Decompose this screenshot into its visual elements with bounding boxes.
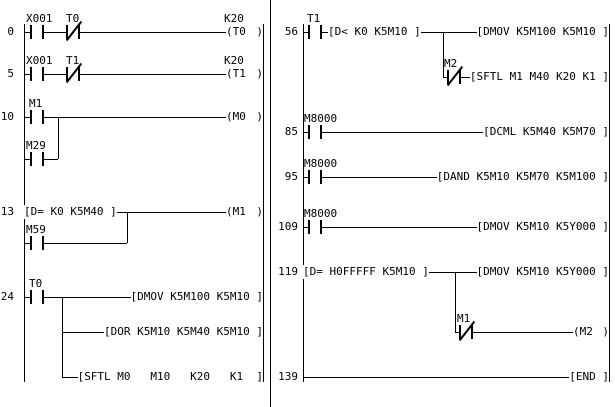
instruction-sftl[interactable]: SFTL M1 M40 K20 K1 bbox=[469, 70, 609, 84]
coil-label: M2 bbox=[579, 325, 593, 338]
left-column-power-rail-left bbox=[24, 24, 25, 382]
coil-label: M1 bbox=[232, 205, 246, 218]
rung-wire bbox=[24, 74, 263, 75]
step-number: 109 bbox=[278, 220, 298, 233]
branch-wire bbox=[455, 332, 609, 333]
branch-connector bbox=[62, 297, 63, 377]
step-number: 119 bbox=[278, 265, 298, 278]
coil-t0[interactable]: T0 bbox=[226, 25, 263, 39]
coil-preset: K20 bbox=[224, 12, 244, 25]
step-number: 0 bbox=[7, 25, 14, 38]
instruction-text: DOR K5M10 K5M40 K5M10 bbox=[110, 325, 257, 338]
branch-connector bbox=[455, 272, 456, 332]
contact-label: M8000 bbox=[304, 157, 338, 170]
contact-label: M1 bbox=[457, 312, 471, 325]
coil-label: T1 bbox=[232, 67, 246, 80]
instruction-text: D< K0 K5M10 bbox=[334, 25, 415, 38]
instruction-sftl[interactable]: SFTL M0 M10 K20 K1 bbox=[77, 370, 263, 384]
contact-label: M29 bbox=[26, 139, 46, 152]
instruction-dmov[interactable]: DMOV K5M10 K5Y000 bbox=[476, 265, 609, 279]
instruction-text: DMOV K5M10 K5Y000 bbox=[483, 220, 603, 233]
contact-m29[interactable] bbox=[30, 152, 44, 166]
step-number: 5 bbox=[7, 67, 14, 80]
instruction-dor[interactable]: DOR K5M10 K5M40 K5M10 bbox=[104, 325, 263, 339]
rung-wire bbox=[24, 212, 263, 213]
step-number: 13 bbox=[0, 205, 14, 218]
branch-connector bbox=[127, 212, 128, 243]
coil-label: M0 bbox=[232, 110, 246, 123]
instruction-text: DCML K5M40 K5M70 bbox=[489, 125, 603, 138]
contact-m8000[interactable] bbox=[308, 125, 322, 139]
contact-m2-nc[interactable] bbox=[446, 65, 464, 87]
rung-wire bbox=[303, 272, 609, 273]
branch-connector bbox=[443, 32, 444, 77]
instruction-dcml[interactable]: DCML K5M40 K5M70 bbox=[483, 125, 609, 139]
contact-t0[interactable] bbox=[30, 290, 44, 304]
instruction-text: END bbox=[575, 370, 603, 383]
step-number: 85 bbox=[284, 125, 298, 138]
instruction-text: D= H0FFFFF K5M10 bbox=[309, 265, 423, 278]
contact-x001[interactable] bbox=[30, 25, 44, 39]
contact-label: T1 bbox=[66, 54, 80, 67]
coil-m2[interactable]: M2 bbox=[573, 325, 609, 339]
contact-t1[interactable] bbox=[308, 25, 322, 39]
rung-wire bbox=[24, 117, 263, 118]
instruction-text: DAND K5M10 K5M70 K5M100 bbox=[443, 170, 603, 183]
branch-wire bbox=[24, 243, 127, 244]
instruction-text: SFTL M1 M40 K20 K1 bbox=[476, 70, 603, 83]
contact-label: M59 bbox=[26, 223, 46, 236]
instruction-text: DMOV K5M100 K5M10 bbox=[137, 290, 257, 303]
instruction-text: DMOV K5M10 K5Y000 bbox=[483, 265, 603, 278]
coil-t1[interactable]: T1 bbox=[226, 67, 263, 81]
contact-m1-nc[interactable] bbox=[458, 320, 476, 342]
rung-wire bbox=[303, 377, 609, 378]
instruction-end[interactable]: END bbox=[569, 370, 609, 384]
right-column-power-rail-right bbox=[609, 24, 610, 382]
compare-instruction[interactable]: D< K0 K5M10 bbox=[328, 25, 421, 39]
contact-t1-nc[interactable] bbox=[65, 62, 83, 84]
contact-label: X001 bbox=[26, 54, 53, 67]
contact-label: T0 bbox=[29, 277, 43, 290]
compare-instruction[interactable]: D= K0 K5M40 bbox=[24, 205, 117, 219]
coil-m1[interactable]: M1 bbox=[226, 205, 263, 219]
instruction-dmov[interactable]: DMOV K5M100 K5M10 bbox=[476, 25, 609, 39]
contact-label: M8000 bbox=[304, 207, 338, 220]
compare-instruction[interactable]: D= H0FFFFF K5M10 bbox=[303, 265, 429, 279]
contact-m8000[interactable] bbox=[308, 170, 322, 184]
contact-label: M8000 bbox=[304, 112, 338, 125]
step-number: 24 bbox=[0, 290, 14, 303]
step-number: 10 bbox=[0, 110, 14, 123]
column-divider bbox=[270, 0, 271, 407]
contact-m59[interactable] bbox=[30, 236, 44, 250]
instruction-dmov[interactable]: DMOV K5M10 K5Y000 bbox=[476, 220, 609, 234]
instruction-dmov[interactable]: DMOV K5M100 K5M10 bbox=[130, 290, 263, 304]
rung-wire bbox=[303, 32, 609, 33]
contact-label: T0 bbox=[66, 12, 80, 25]
contact-x001[interactable] bbox=[30, 67, 44, 81]
coil-label: T0 bbox=[232, 25, 246, 38]
contact-label: M1 bbox=[29, 97, 43, 110]
contact-label: M2 bbox=[444, 57, 458, 70]
contact-label: T1 bbox=[307, 12, 321, 25]
coil-m0[interactable]: M0 bbox=[226, 110, 263, 124]
instruction-text: DMOV K5M100 K5M10 bbox=[483, 25, 603, 38]
right-column-power-rail-left bbox=[303, 24, 304, 382]
contact-t0-nc[interactable] bbox=[65, 20, 83, 42]
step-number: 56 bbox=[284, 25, 298, 38]
left-column-power-rail-right bbox=[263, 24, 264, 382]
instruction-text: D= K0 K5M40 bbox=[30, 205, 111, 218]
branch-connector bbox=[58, 117, 59, 159]
step-number: 95 bbox=[284, 170, 298, 183]
instruction-text: SFTL M0 M10 K20 K1 bbox=[84, 370, 257, 383]
rung-wire bbox=[303, 132, 609, 133]
coil-preset: K20 bbox=[224, 54, 244, 67]
contact-m1[interactable] bbox=[30, 110, 44, 124]
instruction-dand[interactable]: DAND K5M10 K5M70 K5M100 bbox=[436, 170, 609, 184]
rung-wire bbox=[303, 227, 609, 228]
contact-label: X001 bbox=[26, 12, 53, 25]
contact-m8000[interactable] bbox=[308, 220, 322, 234]
step-number: 139 bbox=[278, 370, 298, 383]
rung-wire bbox=[24, 32, 263, 33]
